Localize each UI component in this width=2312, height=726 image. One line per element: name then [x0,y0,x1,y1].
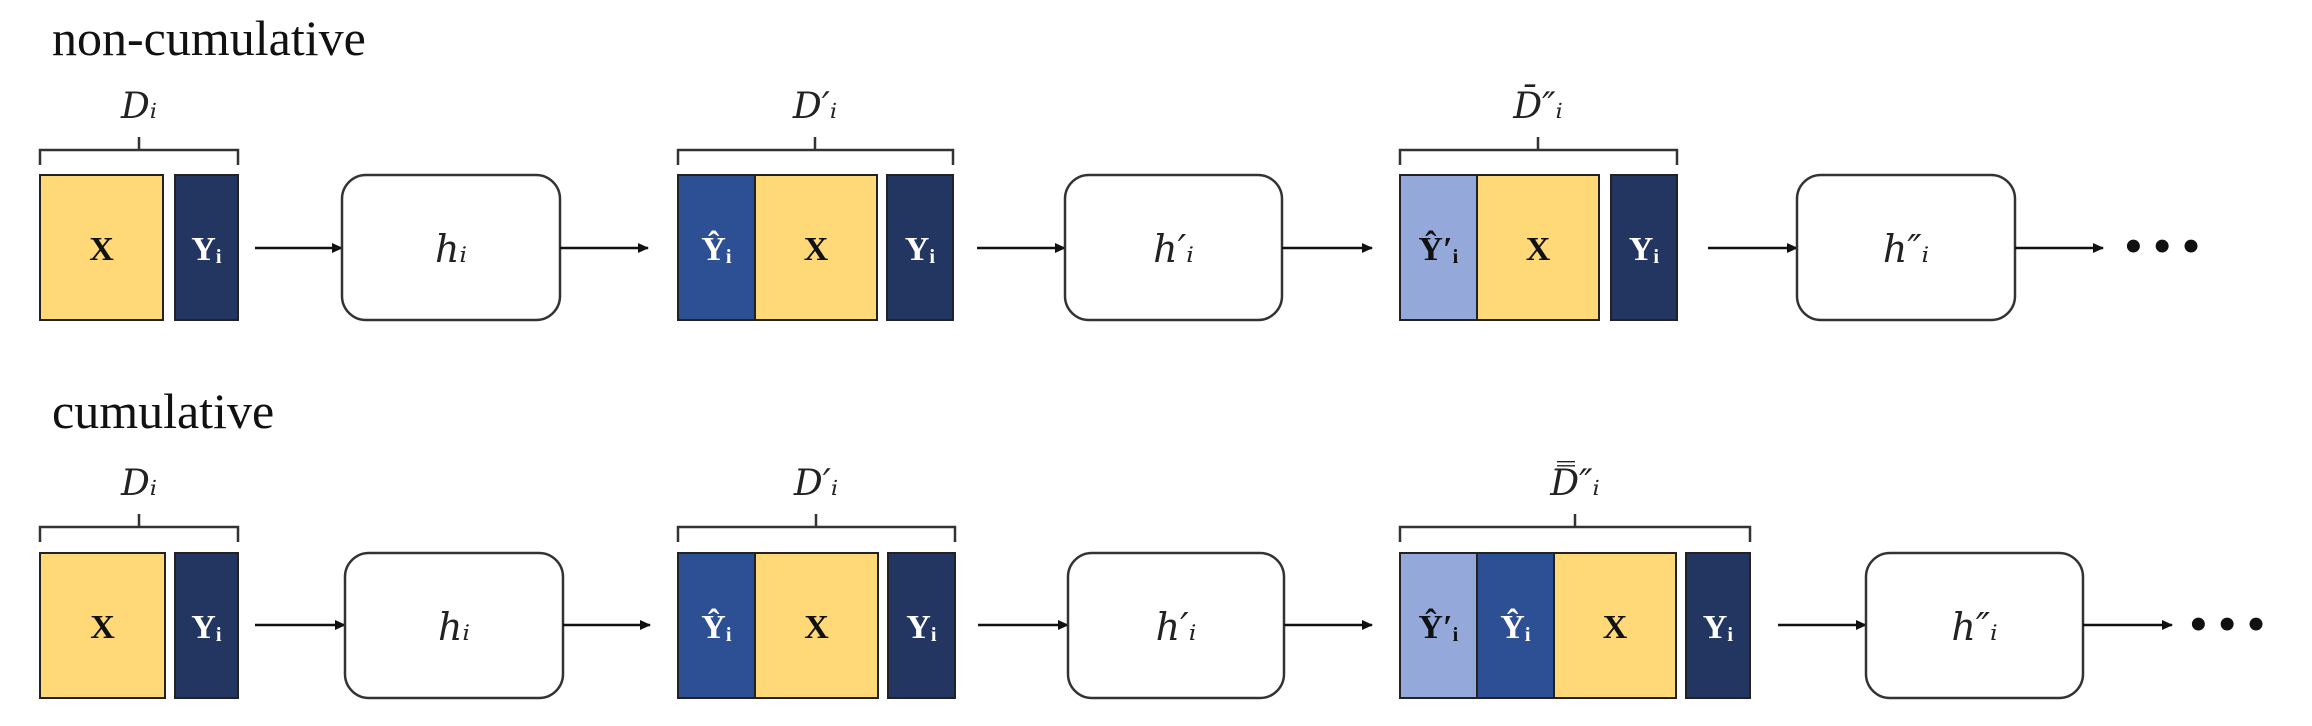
x-cell [754,552,879,699]
stage-3: D̄″ᵢ Ŷ′ᵢ X Yᵢ h″ᵢ [1398,84,2104,322]
y-true-cell-label: Yᵢ [191,609,222,646]
y-true-cell [1685,552,1751,699]
y-true-cell-label: Yᵢ [906,609,937,646]
x-cell-label: X [1603,609,1628,646]
x-cell [39,174,164,321]
model-label: h′ᵢ [1153,227,1194,271]
dataset-label: D′ᵢ [793,463,838,504]
section-title: non-cumulative [52,10,366,66]
row-non-cumulative: non-cumulative Dᵢ X Yᵢ hᵢ D′ᵢ Ŷᵢ X Yᵢ [38,10,2199,322]
section-title: cumulative [52,383,274,439]
y-true-cell [174,552,239,699]
y-pred-prev-cell-label: Ŷ′ᵢ [1418,608,1458,646]
row-cumulative: cumulative Dᵢ X Yᵢ hᵢ D′ᵢ Ŷᵢ X Yᵢ h [38,383,2264,700]
y-pred-prev-cell-label: Ŷ′ᵢ [1418,230,1458,268]
dataset-brace [1398,137,1679,165]
y-pred-cell [677,552,756,699]
y-true-cell [1610,174,1678,321]
y-pred-cell-label: Ŷᵢ [701,608,732,646]
y-true-cell-label: Yᵢ [1629,231,1660,268]
dataset-brace [676,137,955,165]
dataset-label: Dᵢ [120,86,157,127]
y-pred-prev-cell [1399,552,1478,699]
y-pred-cell [1476,552,1555,699]
dataset-label: Dᵢ [120,463,157,504]
x-cell-label: X [90,609,115,646]
dataset-label: D′ᵢ [792,86,837,127]
x-cell-label: X [804,609,829,646]
stage-3: D̿″ᵢ Ŷ′ᵢ Ŷᵢ X Yᵢ h″ᵢ [1398,460,2173,700]
y-true-cell-label: Yᵢ [191,231,222,268]
x-cell [1476,174,1600,321]
model-label: h″ᵢ [1951,605,1997,649]
model-label: hᵢ [435,227,467,271]
dataset-label: D̄″ᵢ [1512,84,1563,127]
x-cell-label: X [804,231,829,268]
x-cell-label: X [1526,231,1551,268]
y-pred-prev-cell [1399,174,1478,321]
y-true-cell [174,174,239,321]
x-cell [39,552,166,699]
model-label: h″ᵢ [1883,227,1929,271]
y-pred-cell-label: Ŷᵢ [1500,608,1531,646]
y-pred-cell [677,174,756,321]
dataset-brace [38,514,240,542]
model-label: h′ᵢ [1156,605,1197,649]
x-cell [754,174,878,321]
y-true-cell-label: Yᵢ [905,231,936,268]
continuation-ellipsis: • • • [2190,598,2264,651]
dataset-brace [676,514,957,542]
y-pred-cell-label: Ŷᵢ [701,230,732,268]
y-true-cell-label: Yᵢ [1703,609,1734,646]
dataset-brace [38,137,240,165]
stage-2: D′ᵢ Ŷᵢ X Yᵢ h′ᵢ [676,86,1373,322]
x-cell [1553,552,1677,699]
dataset-brace [1398,514,1752,542]
continuation-ellipsis: • • • [2125,220,2199,273]
stage-1: Dᵢ X Yᵢ hᵢ [38,463,651,700]
y-true-cell [886,174,954,321]
stage-2: D′ᵢ Ŷᵢ X Yᵢ h′ᵢ [676,463,1373,700]
model-label: hᵢ [438,605,470,649]
y-true-cell [887,552,956,699]
x-cell-label: X [89,231,114,268]
stage-1: Dᵢ X Yᵢ hᵢ [38,86,649,322]
dataset-label: D̿″ᵢ [1549,460,1600,504]
